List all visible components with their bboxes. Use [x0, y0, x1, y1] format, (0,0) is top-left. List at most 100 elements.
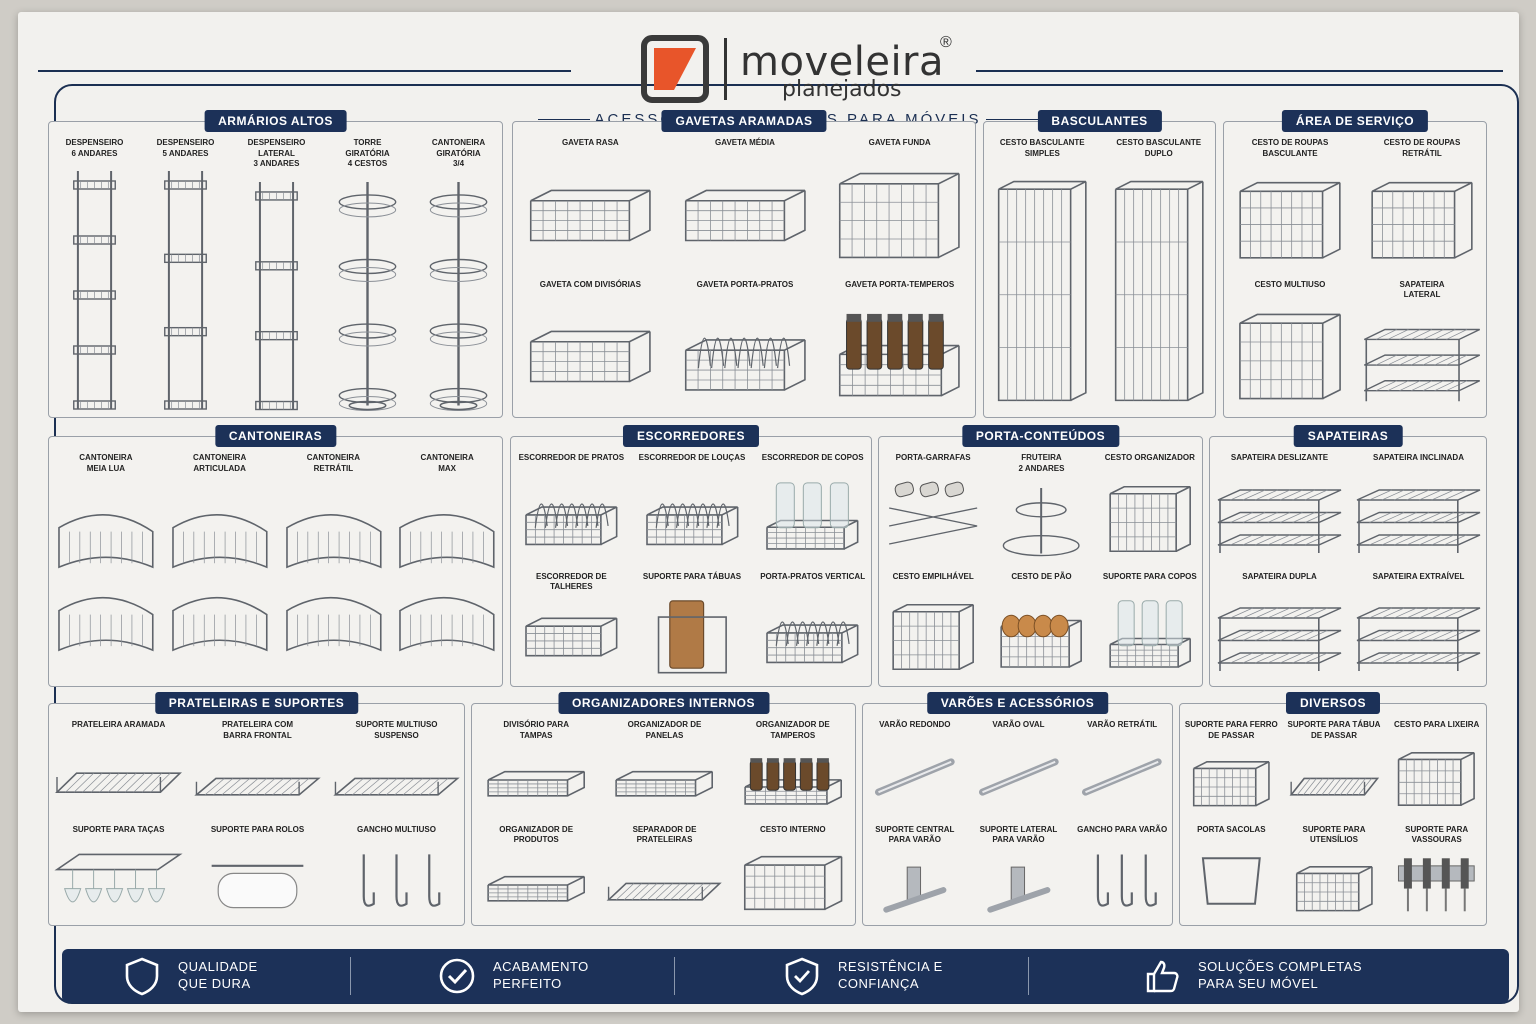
bag-holder-icon: [1184, 843, 1279, 919]
product-item[interactable]: SAPATEIRA LATERAL: [1360, 280, 1484, 416]
product-label: CESTO DE ROUPAS BASCULANTE: [1251, 138, 1329, 158]
subtitle-rule-left: [538, 119, 590, 120]
product-item[interactable]: DESPENSEIRO 5 ANDARES: [144, 138, 227, 415]
product-item[interactable]: SUPORTE PARA UTENSÍLIOS: [1287, 825, 1382, 924]
product-item[interactable]: PORTA-PRATOS VERTICAL: [756, 572, 869, 685]
product-item[interactable]: DESPENSEIRO 6 ANDARES: [53, 138, 136, 415]
product-item[interactable]: SUPORTE PARA VASSOURAS: [1389, 825, 1484, 924]
product-label: SUPORTE PARA VASSOURAS: [1405, 824, 1469, 845]
product-item[interactable]: SUPORTE PARA ROLOS: [192, 825, 323, 924]
product-label: GAVETA PORTA-TEMPEROS: [845, 279, 955, 289]
product-item[interactable]: FRUTEIRA 2 ANDARES: [991, 453, 1091, 566]
product-label: CESTO DE PÃO: [1011, 571, 1072, 581]
product-label: PORTA-PRATOS VERTICAL: [760, 571, 866, 581]
product-item[interactable]: GAVETA PORTA-TEMPEROS: [826, 280, 973, 416]
product-label: CESTO ORGANIZADOR: [1104, 453, 1195, 462]
product-label: SUPORTE PARA FERRO DE PASSAR: [1184, 720, 1278, 740]
shoe-rack-icon: [1353, 472, 1484, 562]
drawer-icon: [672, 157, 819, 270]
basket-icon: [826, 157, 973, 270]
product-item[interactable]: SUPORTE PARA TÁBUA DE PASSAR: [1287, 720, 1382, 819]
product-item[interactable]: CESTO DE ROUPAS BASCULANTE: [1228, 138, 1352, 274]
section-title: DIVERSOS: [1285, 692, 1381, 714]
product-item[interactable]: GAVETA FUNDA: [826, 138, 973, 274]
product-item[interactable]: GANCHO PARA VARÃO: [1074, 825, 1170, 924]
product-item[interactable]: GAVETA PORTA-PRATOS: [672, 280, 819, 416]
product-label: SUPORTE CENTRAL PARA VARÃO: [875, 824, 955, 845]
product-item[interactable]: CESTO DE PÃO: [991, 572, 1091, 685]
product-label: CESTO DE ROUPAS RETRÁTIL: [1383, 138, 1461, 158]
feature-text: SOLUÇÕES COMPLETAS PARA SEU MÓVEL: [1198, 959, 1363, 991]
product-item[interactable]: VARÃO REDONDO: [867, 720, 963, 819]
product-item[interactable]: CESTO EMPILHÁVEL: [883, 572, 983, 685]
product-item[interactable]: CESTO PARA LIXEIRA: [1389, 720, 1484, 819]
product-item[interactable]: ORGANIZADOR DE TAMPEROS: [733, 720, 853, 819]
section-title: SAPATEIRAS: [1293, 425, 1403, 447]
product-item[interactable]: PRATELEIRA COM BARRA FRONTAL: [192, 720, 323, 819]
product-item[interactable]: CANTONEIRA RETRÁTIL: [281, 453, 387, 684]
product-item[interactable]: VARÃO OVAL: [971, 720, 1067, 819]
catalog-poster: moveleira planejados ® ACESSÓRIOS ARAMAD…: [18, 12, 1519, 1012]
product-item[interactable]: SUPORTE CENTRAL PARA VARÃO: [867, 825, 963, 924]
product-label: GAVETA FUNDA: [868, 138, 931, 147]
brand-subname: planejados: [782, 77, 902, 102]
product-item[interactable]: GAVETA COM DIVISÓRIAS: [517, 280, 664, 416]
product-item[interactable]: SAPATEIRA INCLINADA: [1353, 453, 1484, 566]
product-item[interactable]: TORRE GIRATÓRIA 4 CESTOS: [326, 138, 409, 415]
product-label: ESCORREDOR DE LOUÇAS: [638, 453, 746, 462]
product-label: DESPENSEIRO LATERAL 3 ANDARES: [247, 138, 306, 168]
product-item[interactable]: CESTO ORGANIZADOR: [1100, 453, 1200, 566]
product-label: CESTO BASCULANTE DUPLO: [1116, 138, 1202, 158]
product-item[interactable]: GAVETA RASA: [517, 138, 664, 274]
product-item[interactable]: CANTONEIRA MEIA LUA: [53, 453, 159, 684]
product-item[interactable]: CESTO BASCULANTE SIMPLES: [988, 138, 1097, 415]
product-item[interactable]: CESTO MULTIUSO: [1228, 280, 1352, 416]
product-item[interactable]: SUPORTE PARA FERRO DE PASSAR: [1184, 720, 1279, 819]
product-label: GAVETA COM DIVISÓRIAS: [539, 279, 641, 289]
board-icon: [636, 590, 749, 680]
product-item[interactable]: CANTONEIRA MAX: [394, 453, 500, 684]
product-item[interactable]: SUPORTE LATERAL PARA VARÃO: [971, 825, 1067, 924]
product-item[interactable]: CESTO BASCULANTE DUPLO: [1105, 138, 1214, 415]
product-item[interactable]: SAPATEIRA EXTRAÍVEL: [1353, 572, 1484, 685]
product-item[interactable]: CESTO INTERNO: [733, 825, 853, 924]
product-item[interactable]: PRATELEIRA ARAMADA: [53, 720, 184, 819]
shelf-icon: [53, 739, 184, 815]
section-title: VARÕES E ACESSÓRIOS: [926, 692, 1109, 714]
product-item[interactable]: DIVISÓRIO PARA TAMPAS: [476, 720, 596, 819]
product-item[interactable]: DESPENSEIRO LATERAL 3 ANDARES: [235, 138, 318, 415]
tower-5-icon: [144, 167, 227, 411]
feature-4: SOLUÇÕES COMPLETAS PARA SEU MÓVEL: [1142, 949, 1422, 1003]
product-item[interactable]: PORTA SACOLAS: [1184, 825, 1279, 924]
product-label: SAPATEIRA INCLINADA: [1373, 453, 1464, 462]
product-item[interactable]: CESTO DE ROUPAS RETRÁTIL: [1360, 138, 1484, 274]
product-item[interactable]: SUPORTE MULTIUSO SUSPENSO: [331, 720, 462, 819]
product-item[interactable]: SEPARADOR DE PRATELEIRAS: [604, 825, 724, 924]
product-item[interactable]: SUPORTE PARA TÁBUAS: [636, 572, 749, 685]
product-item[interactable]: GAVETA MÉDIA: [672, 138, 819, 274]
product-item[interactable]: GANCHO MULTIUSO: [331, 825, 462, 924]
product-item[interactable]: CANTONEIRA GIRATÓRIA 3/4: [417, 138, 500, 415]
product-item[interactable]: ORGANIZADOR DE PANELAS: [604, 720, 724, 819]
product-item[interactable]: ESCORREDOR DE PRATOS: [515, 453, 628, 566]
product-item[interactable]: ESCORREDOR DE COPOS: [756, 453, 869, 566]
product-item[interactable]: ORGANIZADOR DE PRODUTOS: [476, 825, 596, 924]
product-label: FRUTEIRA 2 ANDARES: [1018, 453, 1065, 473]
product-item[interactable]: SAPATEIRA DUPLA: [1214, 572, 1345, 685]
product-item[interactable]: ESCORREDOR DE LOUÇAS: [636, 453, 749, 566]
product-item[interactable]: SUPORTE PARA TAÇAS: [53, 825, 184, 924]
product-label: PRATELEIRA ARAMADA: [71, 720, 166, 729]
glasses-icon: [1100, 590, 1200, 680]
basket-icon: [1228, 298, 1352, 411]
product-item[interactable]: PORTA-GARRAFAS: [883, 453, 983, 566]
drawer-icon: [476, 749, 596, 815]
product-item[interactable]: ESCORREDOR DE TALHERES: [515, 572, 628, 685]
product-item[interactable]: VARÃO RETRÁTIL: [1074, 720, 1170, 819]
product-item[interactable]: SAPATEIRA DESLIZANTE: [1214, 453, 1345, 566]
product-item[interactable]: CANTONEIRA ARTICULADA: [167, 453, 273, 684]
product-item[interactable]: SUPORTE PARA COPOS: [1100, 572, 1200, 685]
